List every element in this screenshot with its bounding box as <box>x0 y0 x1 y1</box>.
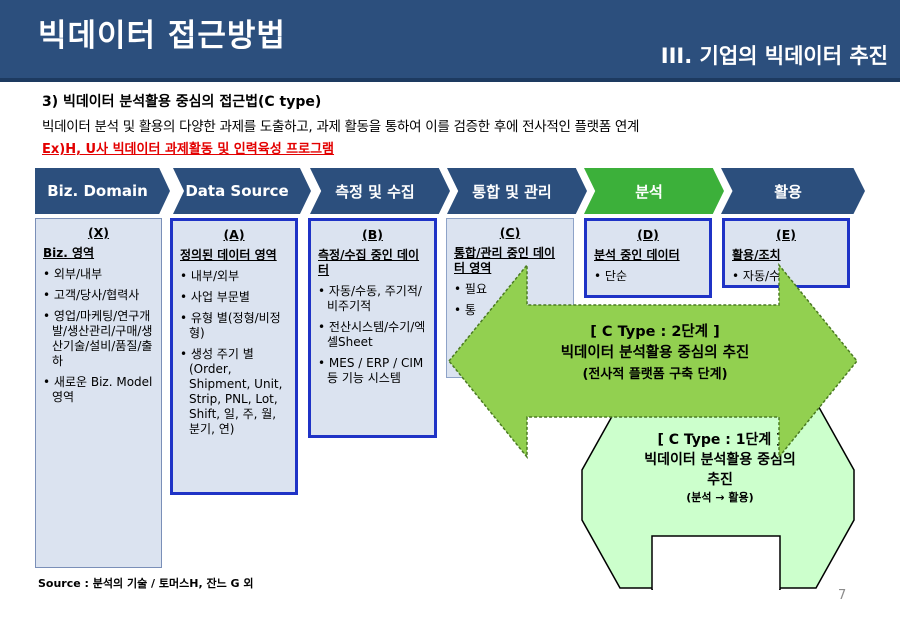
list-item: 고객/당사/협력사 <box>43 288 154 303</box>
column-subtitle: 활용/조치 <box>732 248 781 262</box>
slide-title: 빅데이터 접근방법 <box>38 18 286 54</box>
section-title: 3) 빅데이터 분석활용 중심의 접근법(C type) <box>42 94 322 110</box>
column-x: (X) Biz. 영역 외부/내부 고객/당사/협력사 영업/마케팅/연구개발/… <box>35 218 162 568</box>
list-item: 영업/마케팅/연구개발/생산관리/구매/생산기술/설비/품질/출하 <box>43 309 154 369</box>
column-head: (E) <box>776 227 796 242</box>
stage-label: Data Source <box>185 182 289 200</box>
stage-biz-domain: Biz. Domain <box>35 168 170 214</box>
type2-line1: [ C Type : 2단계 ] <box>590 324 720 340</box>
stage-measure-collect: 측정 및 수집 <box>310 168 450 214</box>
list-item: 필요 <box>454 282 566 297</box>
list-item: 단순 <box>594 269 702 284</box>
type1-line2: 빅데이터 분석활용 중심의 <box>644 452 796 468</box>
column-subtitle: Biz. 영역 <box>43 246 95 260</box>
stage-label: 통합 및 관리 <box>472 182 552 201</box>
type2-text: [ C Type : 2단계 ] 빅데이터 분석활용 중심의 추진 (전사적 플… <box>470 322 840 385</box>
list-item: 자동/수 <box>732 269 840 284</box>
stage-label: 활용 <box>774 182 802 201</box>
list-item: 사업 부문별 <box>180 290 288 305</box>
page-number: 7 <box>838 588 847 603</box>
list-item: 유형 별(정형/비정형) <box>180 311 288 341</box>
list-item: MES / ERP / CIM 등 기능 시스템 <box>318 356 427 386</box>
slide-header: 빅데이터 접근방법 III. 기업의 빅데이터 추진 <box>0 0 900 78</box>
type1-note: (분석 → 활용) <box>686 491 754 504</box>
column-a: (A) 정의된 데이터 영역 내부/외부 사업 부문별 유형 별(정형/비정형)… <box>170 218 298 495</box>
stage-label: 분석 <box>635 182 663 201</box>
list-item: 전산시스템/수기/엑셀Sheet <box>318 320 427 350</box>
list-item: 자동/수동, 주기적/비주기적 <box>318 284 427 314</box>
column-head: (D) <box>637 227 659 242</box>
type2-line3: (전사적 플랫폼 구축 단계) <box>582 367 728 382</box>
type1-text: [ C Type : 1단계 ] 빅데이터 분석활용 중심의 추진 (분석 → … <box>600 430 840 506</box>
stage-label: 측정 및 수집 <box>335 182 415 201</box>
section-example: Ex)H, U사 빅데이터 과제활동 및 인력육성 프로그램 <box>42 142 335 157</box>
stage-data-source: Data Source <box>173 168 311 214</box>
type2-line2: 빅데이터 분석활용 중심의 추진 <box>560 345 750 361</box>
column-b: (B) 측정/수집 중인 데이터 자동/수동, 주기적/비주기적 전산시스템/수… <box>308 218 437 438</box>
header-divider <box>0 78 900 82</box>
stage-integrate-manage: 통합 및 관리 <box>447 168 587 214</box>
type2-double-arrow <box>448 262 858 460</box>
column-head: (B) <box>362 227 383 242</box>
list-item: 외부/내부 <box>43 267 154 282</box>
stage-utilization: 활용 <box>721 168 865 214</box>
stage-analysis: 분석 <box>584 168 724 214</box>
column-subtitle: 측정/수집 중인 데이터 <box>318 248 420 277</box>
source-note: Source : 분석의 기술 / 토머스H, 잔느 G 외 <box>38 577 254 590</box>
list-item: 내부/외부 <box>180 269 288 284</box>
section-description: 빅데이터 분석 및 활용의 다양한 과제를 도출하고, 과제 활동을 통하여 이… <box>42 119 640 135</box>
stage-band: Biz. Domain Data Source 측정 및 수집 통합 및 관리 … <box>35 168 865 214</box>
type1-line3: 추진 <box>707 472 733 488</box>
list-item: 생성 주기 별(Order, Shipment, Unit, Strip, PN… <box>180 347 288 437</box>
list-item: 통 <box>454 303 566 318</box>
section-label: III. 기업의 빅데이터 추진 <box>660 44 888 68</box>
column-d: (D) 분석 중인 데이터 단순 <box>584 218 712 298</box>
column-head: (A) <box>223 227 245 242</box>
column-head: (X) <box>87 225 110 240</box>
stage-label: Biz. Domain <box>47 182 148 200</box>
list-item: 새로운 Biz. Model 영역 <box>43 375 154 405</box>
column-subtitle: 정의된 데이터 영역 <box>180 248 277 262</box>
column-head: (C) <box>499 225 521 240</box>
column-subtitle: 통합/관리 중인 데이터 영역 <box>454 246 556 275</box>
column-subtitle: 분석 중인 데이터 <box>594 248 680 262</box>
type1-line1: [ C Type : 1단계 ] <box>657 432 783 448</box>
